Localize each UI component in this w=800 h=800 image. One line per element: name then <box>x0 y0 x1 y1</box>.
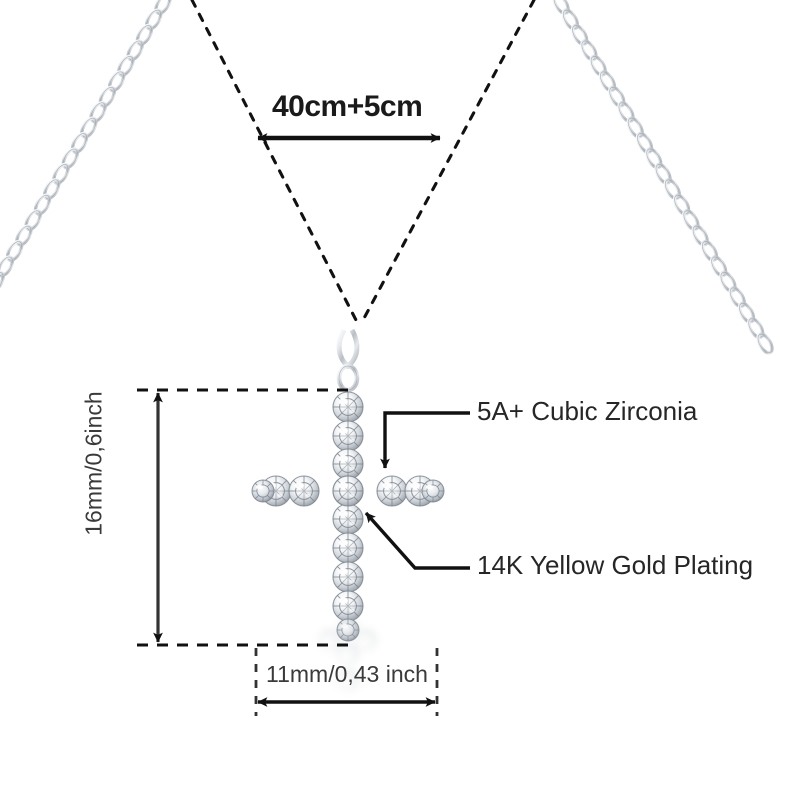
callout-gold-plating <box>364 511 470 570</box>
chain-length-label: 40cm+5cm <box>272 90 423 123</box>
cubic-zirconia-label: 5A+ Cubic Zirconia <box>477 396 698 426</box>
cubic-zirconia-leader <box>380 411 470 469</box>
chain-guide-dashed <box>190 0 536 324</box>
pendant-width-label: 11mm/0,43 inch <box>266 661 428 687</box>
gold-plating-leader <box>364 511 470 570</box>
pendant-height-label: 16mm/0,6inch <box>80 391 107 536</box>
cross-center-stone <box>332 475 364 507</box>
dimension-pendant-height <box>137 388 352 647</box>
gold-plating-label: 14K Yellow Gold Plating <box>477 550 754 580</box>
dimension-pendant-width <box>254 648 439 716</box>
callout-cubic-zirconia <box>380 411 470 469</box>
cross-vertical-arm <box>332 391 364 642</box>
